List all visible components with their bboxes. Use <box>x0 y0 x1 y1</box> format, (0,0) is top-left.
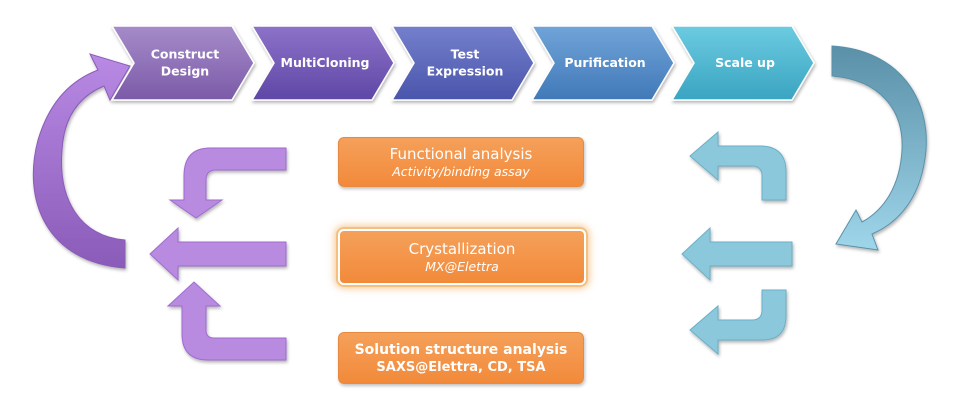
pipeline-step-1 <box>250 25 395 101</box>
pipeline-step-2-label-line-0: Test <box>451 47 480 62</box>
crystallization-box: Crystallization MX@Elettra <box>338 229 586 285</box>
input-arrow-solution <box>689 289 787 356</box>
pipeline-step-4 <box>670 25 815 101</box>
pipeline-step-3-label-line-0: Purification <box>564 55 645 70</box>
pipeline-step-0-label-line-0: Construct <box>151 47 220 62</box>
left-loop-arrow <box>32 53 131 269</box>
crystallization-subtitle: MX@Elettra <box>425 258 499 274</box>
right-loop-arrow <box>831 45 927 251</box>
input-arrow-functional <box>689 130 787 201</box>
pipeline-step-0 <box>110 25 255 101</box>
return-arrow-crystallization <box>149 226 287 282</box>
solution-structure-box: Solution structure analysis SAXS@Elettra… <box>338 332 584 384</box>
pipeline-step-2 <box>390 25 535 101</box>
return-arrow-functional <box>168 147 287 219</box>
pipeline-step-0-label-line-1: Design <box>161 64 209 79</box>
functional-analysis-title: Functional analysis <box>389 144 533 163</box>
pipeline-step-3 <box>530 25 675 101</box>
functional-analysis-box: Functional analysis Activity/binding ass… <box>338 137 584 187</box>
pipeline-step-4-label-line-0: Scale up <box>715 55 775 70</box>
functional-analysis-subtitle: Activity/binding assay <box>392 163 530 179</box>
solution-structure-subtitle: SAXS@Elettra, CD, TSA <box>376 359 546 375</box>
crystallization-title: Crystallization <box>408 239 516 258</box>
pipeline-step-1-label-line-0: MultiCloning <box>281 55 370 70</box>
return-arrow-solution <box>166 281 287 361</box>
solution-structure-title: Solution structure analysis <box>354 341 568 358</box>
pipeline-step-2-label-line-1: Expression <box>427 64 504 79</box>
input-arrow-crystallization <box>681 226 793 282</box>
